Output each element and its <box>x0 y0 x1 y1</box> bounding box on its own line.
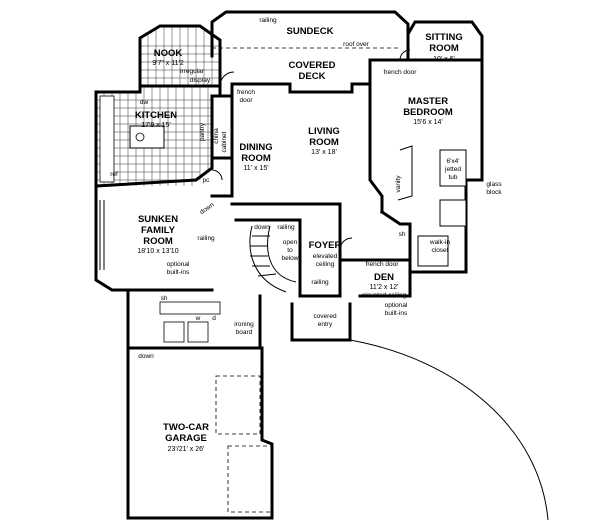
family-optional-note-2: built-ins <box>167 269 190 276</box>
china-note-2: cabinet <box>221 131 228 152</box>
french-door-nook-note-1: french <box>237 89 255 96</box>
family-room-line2: FAMILY <box>141 225 176 236</box>
down-stair-note: down <box>254 224 270 231</box>
tub-note-1: 6'x4' <box>447 158 460 165</box>
d-note: d <box>212 315 216 322</box>
sitting-room-line2: ROOM <box>429 43 459 54</box>
garage-line2: GARAGE <box>165 433 207 444</box>
family-room-line1: SUNKEN <box>138 214 178 225</box>
island-sink <box>135 132 145 142</box>
living-dining-walls <box>210 58 410 214</box>
roof-over-note: roof over <box>343 41 369 48</box>
kitchen-size: 17'8 x 15' <box>141 122 171 129</box>
tub-note-2: jetted <box>444 166 461 173</box>
open-below-note-3: below <box>282 255 299 262</box>
ironing-note-2: board <box>236 329 253 336</box>
sundeck-label: SUNDECK <box>287 26 334 37</box>
open-below-note-1: open <box>283 239 298 246</box>
walk-in-closet <box>417 235 449 267</box>
glass-block-note-1: glass <box>486 181 502 188</box>
washer <box>163 321 185 343</box>
jetted-tub <box>439 149 467 187</box>
covered-entry-line1: covered <box>313 313 337 320</box>
family-room-line3: ROOM <box>143 236 173 247</box>
car-bay-2 <box>227 445 273 513</box>
living-room-line2: ROOM <box>309 137 339 148</box>
family-room-size: 18'10 x 13'10 <box>137 248 178 255</box>
garage-line1: TWO-CAR <box>163 422 209 433</box>
family-room-walls <box>94 184 234 292</box>
french-door-nook-note-2: door <box>239 97 253 104</box>
master-bedroom-line2: BEDROOM <box>403 107 453 118</box>
covered-entry-walls <box>290 302 352 342</box>
pc-note: pc <box>203 177 211 184</box>
den-optional-note-2: built-ins <box>385 310 408 317</box>
nook-note-display: display <box>190 77 211 84</box>
living-room-line1: LIVING <box>308 126 340 137</box>
walk-in-note-2: closet <box>432 247 449 254</box>
railing-top-note: railing <box>259 17 277 24</box>
laundry-counter <box>159 301 221 315</box>
master-bedroom-line1: MASTER <box>408 96 448 107</box>
sh2-note: sh <box>161 295 168 302</box>
walk-in-note-1: walk-in <box>429 239 451 246</box>
sundeck-outline <box>210 10 410 58</box>
nook-label: NOOK <box>154 48 183 59</box>
ironing-note-1: ironing <box>234 321 254 328</box>
railing-family-note: railing <box>197 235 215 242</box>
garage-walls <box>126 346 274 520</box>
covered-entry-line2: entry <box>318 321 333 328</box>
tub-note-3: tub <box>448 174 457 181</box>
pantry-note: pantry <box>199 122 206 141</box>
down-garage-note: down <box>138 353 154 360</box>
kitchen-area <box>94 84 222 188</box>
sitting-room-size: 10' x 6' <box>433 56 455 63</box>
master-bedroom-size: 15'6 x 14' <box>413 119 443 126</box>
utility-walls <box>126 288 262 350</box>
foyer-label: FOYER <box>309 240 342 251</box>
car-bay-1 <box>215 375 261 435</box>
foyer-stair-walls <box>234 202 412 298</box>
master-suite-walls <box>379 58 484 274</box>
railing-stair-note: railing <box>277 224 295 231</box>
dryer <box>187 321 209 343</box>
living-room-size: 13' x 18' <box>311 149 337 156</box>
family-optional-note-1: optional <box>167 261 190 268</box>
sh-note: sh <box>399 231 406 238</box>
down-family-note: down <box>199 201 216 216</box>
den-note: elevated ceiling <box>362 292 407 299</box>
kitchen-island <box>129 125 165 149</box>
covered-deck-line2: DECK <box>299 71 326 82</box>
nook-size: 9'7" x 11'2 <box>152 60 184 67</box>
door-swings <box>211 49 411 251</box>
w-note: w <box>195 315 201 322</box>
vanity-note: vanity <box>395 175 402 193</box>
foyer-note-2: ceiling <box>316 261 335 268</box>
dining-room-line1: DINING <box>239 142 272 153</box>
open-below-note-2: to <box>287 247 293 254</box>
dining-room-line2: ROOM <box>241 153 271 164</box>
nook-note-irregular: irregular <box>180 68 205 75</box>
china-note-1: china <box>213 128 220 144</box>
driveway-curve <box>349 339 549 521</box>
sitting-room-line1: SITTING <box>425 32 462 43</box>
foyer-note-1: elevated <box>313 253 338 260</box>
den-label: DEN <box>374 272 394 283</box>
french-door-den-note: french door <box>366 261 400 268</box>
garage-size: 23'/21' x 26' <box>168 446 205 453</box>
french-door-top-note: french door <box>384 69 418 76</box>
dining-room-size: 11' x 15' <box>243 165 268 172</box>
dw-note: dw <box>140 99 149 106</box>
glass-block-note-2: block <box>486 189 502 196</box>
ref-note: ref <box>110 171 118 178</box>
kitchen-counter <box>99 95 115 183</box>
covered-deck-line1: COVERED <box>289 60 336 71</box>
railing-foyer-note: railing <box>311 279 329 286</box>
kitchen-label: KITCHEN <box>135 110 177 121</box>
shower <box>439 199 467 227</box>
den-optional-note-1: optional <box>385 302 408 309</box>
den-size: 11'2 x 12' <box>369 284 398 291</box>
